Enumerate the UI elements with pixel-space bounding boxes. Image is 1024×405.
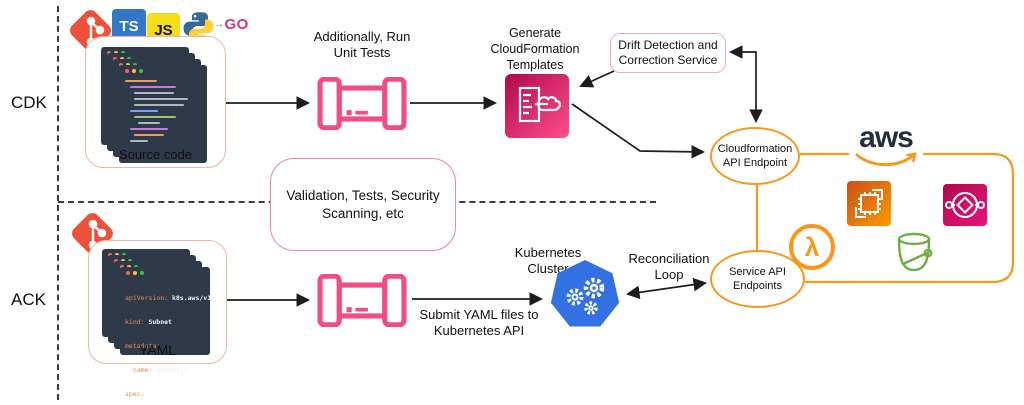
kubernetes-cluster-label: Kubernetes Cluster xyxy=(514,245,582,276)
go-badge: →GO xyxy=(214,16,249,33)
traffic-lights-icon xyxy=(120,267,210,277)
drift-detection-box: Drift Detection and Correction Service xyxy=(610,33,726,73)
yaml-code: apiVersion: k8s.aws/v1 kind: Subnet meta… xyxy=(125,294,212,398)
go-arrow-icon: → xyxy=(214,19,225,30)
service-endpoint: Service API Endpoints xyxy=(710,250,805,308)
aws-smile-icon xyxy=(855,152,917,167)
yaml-window-front: apiVersion: k8s.aws/v1 kind: Subnet meta… xyxy=(120,267,211,398)
s3-bucket-icon xyxy=(892,230,936,276)
pipeline-icon xyxy=(317,274,407,327)
reconciliation-label: Reconciliation Loop xyxy=(628,251,710,282)
network-service-icon xyxy=(943,184,987,226)
unit-tests-note: Additionally, Run Unit Tests xyxy=(313,29,411,60)
ec2-icon xyxy=(847,181,891,226)
source-code-card: Source code xyxy=(85,36,226,168)
aws-logo: aws xyxy=(849,123,923,170)
cdk-lane-label: CDK xyxy=(11,93,47,112)
kubernetes-icon xyxy=(550,260,620,327)
lane-divider-vertical xyxy=(57,6,59,400)
cloudformation-icon xyxy=(505,74,569,138)
traffic-lights-icon xyxy=(119,65,207,75)
generate-cf-note: Generate CloudFormation Templates xyxy=(490,26,580,72)
lambda-icon: λ xyxy=(789,224,835,270)
cloudformation-endpoint: Cloudformation API Endpoint xyxy=(710,127,800,185)
pipeline-icon xyxy=(317,77,407,130)
code-lines xyxy=(119,75,207,143)
ack-lane-label: ACK xyxy=(11,290,46,309)
code-window-front xyxy=(119,65,207,163)
source-code-label: Source code xyxy=(119,147,192,162)
yaml-label: YAML xyxy=(138,342,177,358)
validation-box: Validation, Tests, Security Scanning, et… xyxy=(270,158,456,251)
yaml-card: apiVersion: k8s.aws/v1 kind: Subnet meta… xyxy=(88,240,227,398)
submit-yaml-note: Submit YAML files to Kubernetes API xyxy=(419,307,539,338)
